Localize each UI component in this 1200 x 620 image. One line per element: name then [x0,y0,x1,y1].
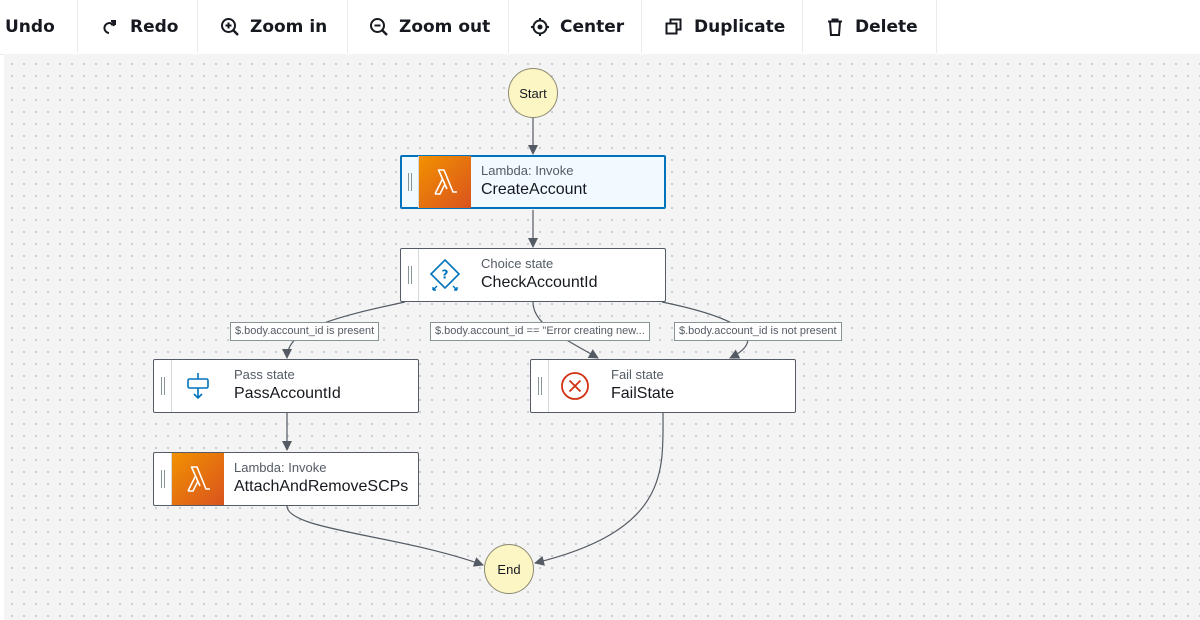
state-type-label: Lambda: Invoke [481,163,574,178]
lambda-icon [172,453,224,505]
drag-handle[interactable] [401,249,419,301]
zoom-out-icon [369,17,389,37]
state-passaccountid[interactable]: Pass state PassAccountId [153,359,419,413]
center-icon [530,17,550,37]
state-checkaccountid[interactable]: ? Choice state CheckAccountId [400,248,666,302]
choice-rule-error[interactable]: $.body.account_id == "Error creating new… [430,322,650,341]
toolbar-divider [197,0,198,53]
lambda-icon [419,156,471,208]
toolbar-divider [641,0,642,53]
svg-text:?: ? [442,268,449,282]
delete-label: Delete [855,16,918,37]
redo-label: Redo [130,16,179,37]
zoom-in-icon [220,17,240,37]
end-node[interactable]: End [484,544,534,594]
toolbar-divider [347,0,348,53]
toolbar-divider [802,0,803,53]
choice-rule-present[interactable]: $.body.account_id is present [230,322,380,341]
state-type-label: Choice state [481,256,554,271]
duplicate-label: Duplicate [694,16,786,37]
drag-handle[interactable] [154,453,172,505]
pass-icon [172,360,224,412]
workflow-toolbar: Undo Redo Zoom in Zoom out Center Duplic… [0,0,1200,55]
zoom-in-button[interactable]: Zoom in [220,0,327,53]
state-type-label: Pass state [234,367,295,382]
choice-rule-label: $.body.account_id is present [235,325,375,337]
drag-handle[interactable] [154,360,172,412]
end-label: End [497,561,521,577]
state-name-label: AttachAndRemoveSCPs [234,478,409,495]
trash-icon [825,17,845,37]
state-createaccount[interactable]: Lambda: Invoke CreateAccount [400,155,666,209]
choice-rule-label: $.body.account_id == "Error creating new… [435,325,645,337]
state-type-label: Lambda: Invoke [234,460,327,475]
fail-icon [549,360,601,412]
drag-handle[interactable] [531,360,549,412]
delete-button[interactable]: Delete [825,0,918,53]
choice-rule-label: $.body.account_id is not present [679,325,837,337]
state-name-label: CheckAccountId [481,274,598,291]
drag-handle[interactable] [401,156,419,208]
toolbar-divider [77,0,78,53]
center-label: Center [560,16,625,37]
toolbar-divider [508,0,509,53]
zoom-in-label: Zoom in [250,16,328,37]
choice-icon: ? [419,249,471,301]
toolbar-divider [936,0,937,53]
start-node[interactable]: Start [508,68,558,118]
choice-rule-not-present[interactable]: $.body.account_id is not present [674,322,842,341]
duplicate-icon [664,17,684,37]
center-button[interactable]: Center [530,0,624,53]
redo-icon [100,17,120,37]
undo-button[interactable]: Undo [5,0,55,53]
state-attachandremovescps[interactable]: Lambda: Invoke AttachAndRemoveSCPs [153,452,419,506]
start-label: Start [519,85,547,101]
zoom-out-button[interactable]: Zoom out [369,0,490,53]
state-failstate[interactable]: Fail state FailState [530,359,796,413]
state-type-label: Fail state [611,367,664,382]
state-name-label: FailState [611,385,675,402]
redo-button[interactable]: Redo [100,0,178,53]
state-name-label: CreateAccount [481,181,587,198]
undo-label: Undo [5,16,55,37]
duplicate-button[interactable]: Duplicate [664,0,785,53]
state-name-label: PassAccountId [234,385,341,402]
zoom-out-label: Zoom out [399,16,491,37]
